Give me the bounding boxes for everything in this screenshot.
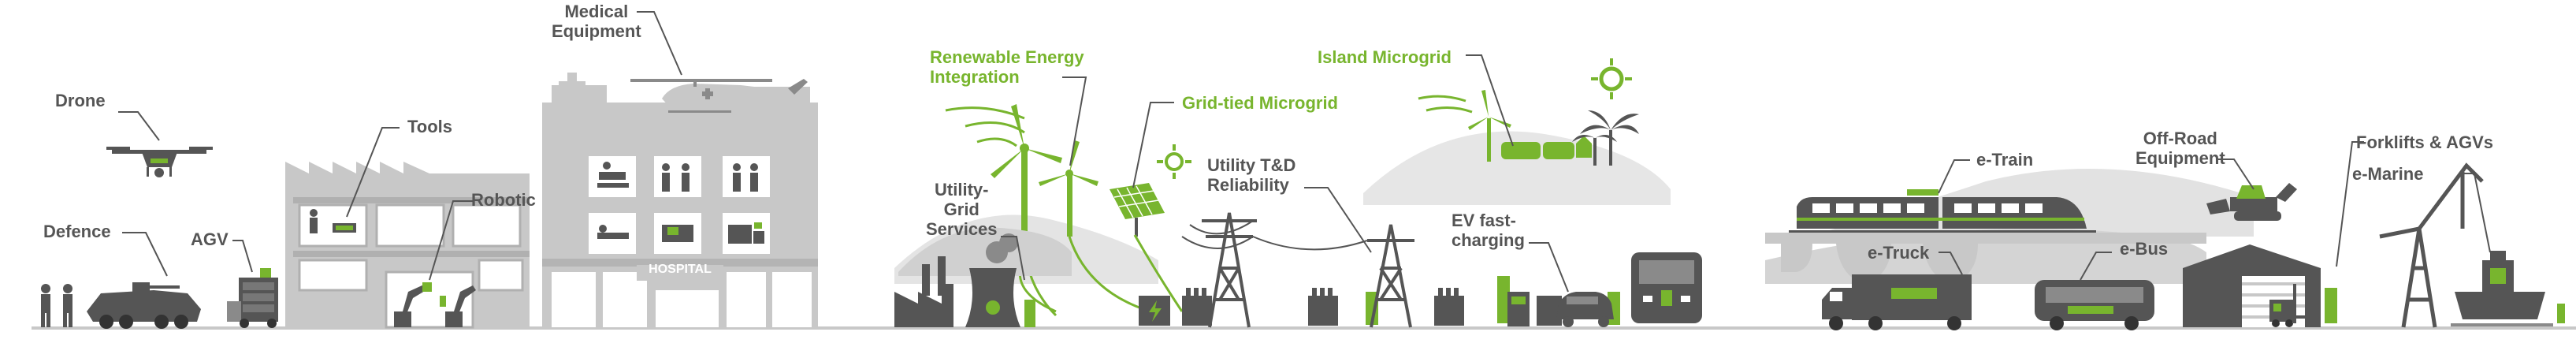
wind-lines [945, 106, 1025, 147]
drone-icon [106, 147, 213, 177]
ev-charger-icon [1507, 292, 1530, 326]
ship-icon [2451, 251, 2565, 326]
ebus-label: e-Bus [2120, 239, 2169, 259]
wind-turbine-icon [991, 104, 1098, 237]
power-lines [1181, 220, 1368, 251]
ebus-icon [2035, 280, 2154, 330]
etruck-label: e-Truck [1868, 243, 1930, 263]
solar-panel-icon [1110, 183, 1165, 237]
soldier-icon [41, 284, 72, 327]
hospital-sign: HOSPITAL [649, 263, 712, 276]
hospital-icon [542, 73, 818, 328]
emarine-label: e-Marine [2352, 164, 2424, 184]
bus-icon [1631, 252, 1702, 323]
island-wind-lines [1418, 95, 1473, 114]
nuclear-cooling-tower-icon [965, 268, 1035, 327]
palm-tree-icon [1572, 110, 1639, 166]
forklift-icon [2269, 284, 2337, 327]
sun-icon [1157, 144, 1191, 179]
leader-lines [118, 11, 2491, 293]
excavator-icon [2206, 183, 2297, 221]
etrain-label: e-Train [1976, 150, 2034, 170]
transmission-tower-icon [1202, 212, 1414, 328]
agv-label: AGV [191, 229, 229, 249]
crane-icon [2379, 162, 2484, 328]
grid-tied-microgrid-label: Grid-tied Microgrid [1182, 93, 1338, 113]
helicopter-icon [630, 79, 808, 113]
truck-icon [1822, 274, 1972, 330]
ground-line [32, 326, 2576, 330]
island-sun-icon [1591, 58, 1632, 99]
island-batteries-icon [1501, 136, 1592, 159]
tools-label: Tools [407, 117, 453, 136]
train-icon [1789, 189, 2096, 233]
transformer-icon [1182, 288, 1464, 326]
island-microgrid-label: Island Microgrid [1318, 47, 1452, 67]
robot-arm-icon [394, 282, 476, 327]
forklifts-agvs-label: Forklifts & AGVs [2356, 132, 2493, 152]
armored-vehicle-icon [87, 282, 201, 329]
defence-label: Defence [43, 222, 111, 241]
bridge-icon [1765, 233, 2206, 284]
car-icon [1556, 292, 1614, 327]
robotic-label: Robotic [471, 190, 536, 210]
power-plant-icon [894, 233, 1018, 327]
ev-fast-charging-label: EV fast-charging [1452, 211, 1525, 250]
agv-icon [227, 268, 278, 328]
factory-icon [285, 162, 530, 329]
drone-label: Drone [55, 91, 106, 110]
